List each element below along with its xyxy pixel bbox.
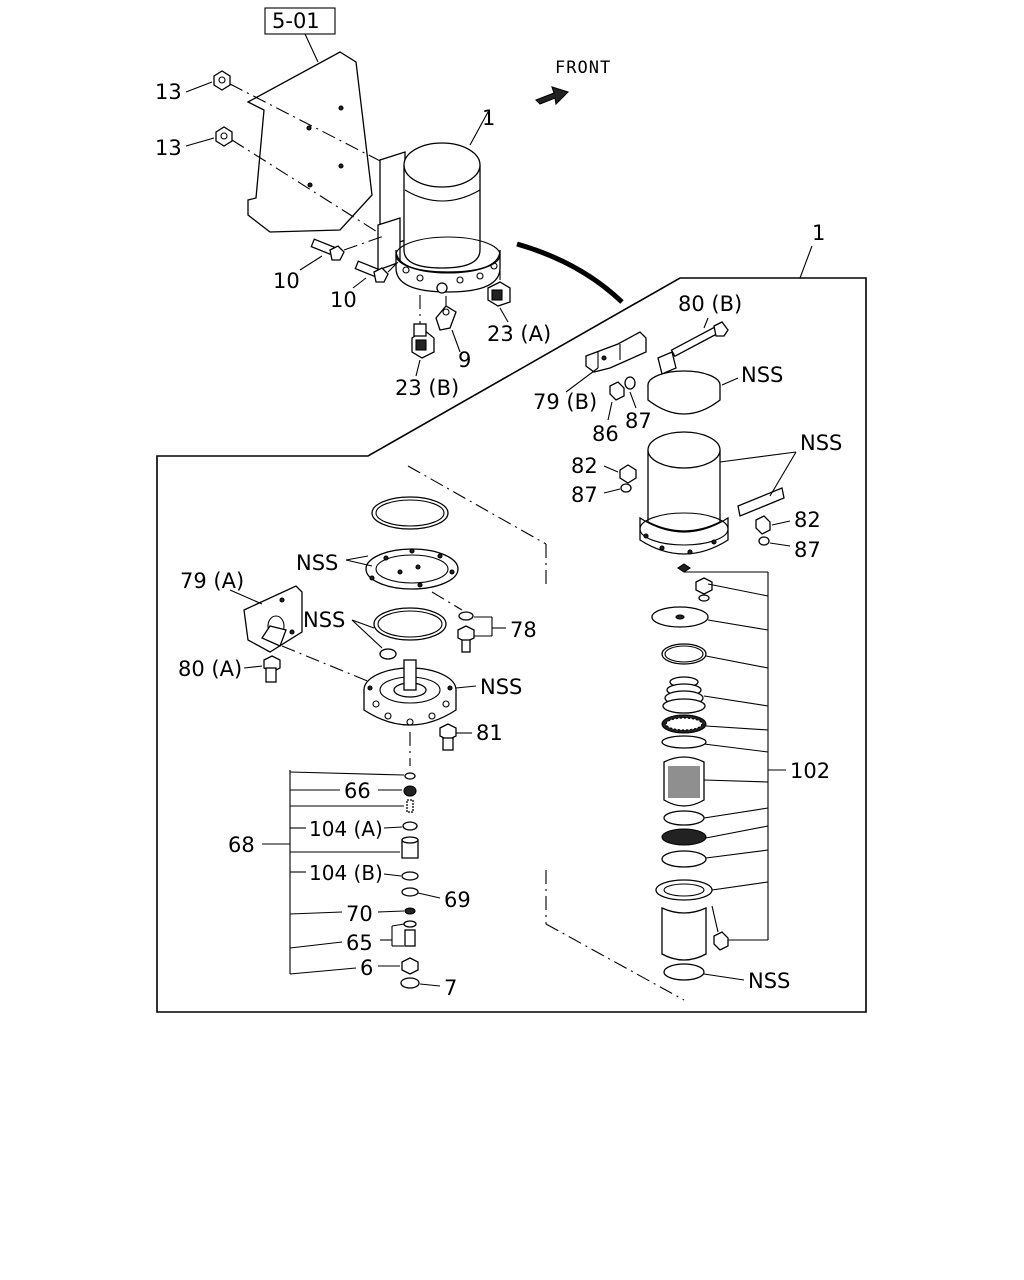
label-1-box: 1 [812, 221, 825, 245]
fitting-23a [487, 281, 511, 307]
bolt-81 [439, 723, 457, 751]
label-13-lower: 13 [155, 136, 182, 160]
o-ring-small [379, 648, 397, 660]
label-66: 66 [344, 779, 371, 803]
label-78: 78 [510, 618, 537, 642]
washer-87-left [620, 483, 632, 493]
nut-86 [609, 381, 625, 401]
label-87-left: 87 [571, 483, 598, 507]
reference-box-label: 5-01 [272, 9, 320, 33]
nss-band: NSS [741, 363, 783, 387]
label-6: 6 [360, 956, 373, 980]
fitting-23b [411, 323, 435, 359]
label-79b: 79 (B) [533, 390, 597, 414]
label-7: 7 [444, 976, 457, 1000]
nut-82-right [755, 515, 771, 535]
nss-gaskets-upper: NSS [296, 551, 338, 575]
cover-label-plate [737, 487, 785, 517]
nss-base: NSS [480, 675, 522, 699]
label-82-right: 82 [794, 508, 821, 532]
label-79a: 79 (A) [180, 569, 244, 593]
nss-bottom: NSS [748, 969, 790, 993]
label-87-upper: 87 [625, 409, 652, 433]
label-1-top: 1 [482, 106, 495, 130]
label-10-right: 10 [330, 288, 357, 312]
gasket-plate [365, 548, 459, 590]
bolt-10-left [310, 238, 345, 261]
nss-gaskets-lower: NSS [303, 608, 345, 632]
label-23b: 23 (B) [395, 376, 459, 400]
bolt-80b [670, 321, 729, 358]
nut-13-upper [213, 70, 231, 91]
label-9: 9 [458, 348, 471, 372]
front-arrow-icon [535, 86, 570, 106]
nss-cover: NSS [800, 431, 842, 455]
label-70: 70 [346, 902, 373, 926]
fitting-9 [435, 305, 457, 331]
label-80a: 80 (A) [178, 657, 242, 681]
gasket-ring-lower [373, 607, 447, 641]
label-104b: 104 (B) [309, 861, 383, 885]
label-104a: 104 (A) [309, 817, 383, 841]
bracket-79a [243, 585, 303, 653]
label-65: 65 [346, 931, 373, 955]
label-80b: 80 (B) [678, 292, 742, 316]
reference-box[interactable]: 5-01 [264, 7, 336, 35]
label-69: 69 [444, 888, 471, 912]
dryer-base-housing[interactable] [363, 659, 457, 726]
spring [662, 676, 706, 714]
nut-13-lower [215, 126, 233, 147]
washer-87-right [758, 536, 770, 546]
explode-arrow-icon [516, 241, 624, 304]
label-13-upper: 13 [155, 80, 182, 104]
label-68: 68 [228, 833, 255, 857]
exploded-view-frame [156, 277, 867, 1013]
label-10-left: 10 [273, 269, 300, 293]
nut-82-left [619, 464, 637, 484]
dryer-cover[interactable] [639, 431, 729, 555]
internal-parts-stack-102[interactable] [651, 563, 729, 981]
label-87-right: 87 [794, 538, 821, 562]
label-81: 81 [476, 721, 503, 745]
air-dryer-assembly[interactable] [377, 142, 501, 294]
washer-87-upper [624, 376, 636, 390]
band-clamp[interactable] [647, 351, 721, 415]
front-direction-indicator: FRONT [535, 58, 611, 106]
label-23a: 23 (A) [487, 322, 551, 346]
label-82-left: 82 [571, 454, 598, 478]
gasket-ring-upper [371, 496, 449, 530]
valve-parts-kit-68[interactable] [400, 772, 420, 989]
frame-bracket-panel [246, 51, 373, 233]
bolt-80a [263, 655, 281, 683]
bolt-10-right [354, 260, 389, 283]
front-label: FRONT [555, 58, 611, 78]
label-102: 102 [790, 759, 830, 783]
washer-bolt-78 [457, 611, 475, 653]
label-86: 86 [592, 422, 619, 446]
bracket-79b [585, 331, 647, 373]
